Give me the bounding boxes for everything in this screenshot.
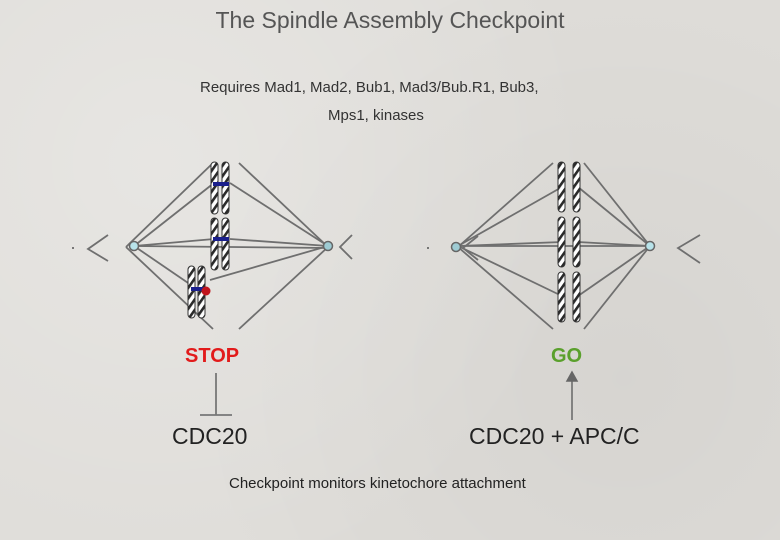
chromosome-metaphase-3	[558, 272, 580, 322]
cdc20-label: CDC20	[172, 423, 247, 450]
left-centrosome	[130, 242, 139, 251]
unattached-kinetochore-marker	[202, 287, 211, 296]
go-label: GO	[551, 345, 582, 368]
right-panel-left-centrosome	[452, 243, 461, 252]
chromosome-aligned-1	[211, 162, 229, 214]
chromosome-unattached	[188, 266, 211, 318]
right-panel-right-centrosome	[646, 242, 655, 251]
stop-label: STOP	[185, 345, 239, 368]
chromosome-aligned-2	[211, 218, 229, 270]
requirements-line-1: Requires Mad1, Mad2, Bub1, Mad3/Bub.R1, …	[200, 79, 539, 96]
chromosome-metaphase-2	[558, 217, 580, 267]
slide-title: The Spindle Assembly Checkpoint	[0, 7, 780, 34]
right-centrosome	[324, 242, 333, 251]
cdc20-apcc-label: CDC20 + APC/C	[469, 423, 640, 450]
left-spindle	[88, 163, 352, 329]
chromosome-metaphase-1	[558, 162, 580, 212]
requirements-line-2: Mps1, kinases	[328, 107, 424, 124]
inhibition-arrow	[200, 373, 232, 415]
activation-arrow	[567, 372, 577, 420]
footer-caption: Checkpoint monitors kinetochore attachme…	[229, 475, 526, 492]
